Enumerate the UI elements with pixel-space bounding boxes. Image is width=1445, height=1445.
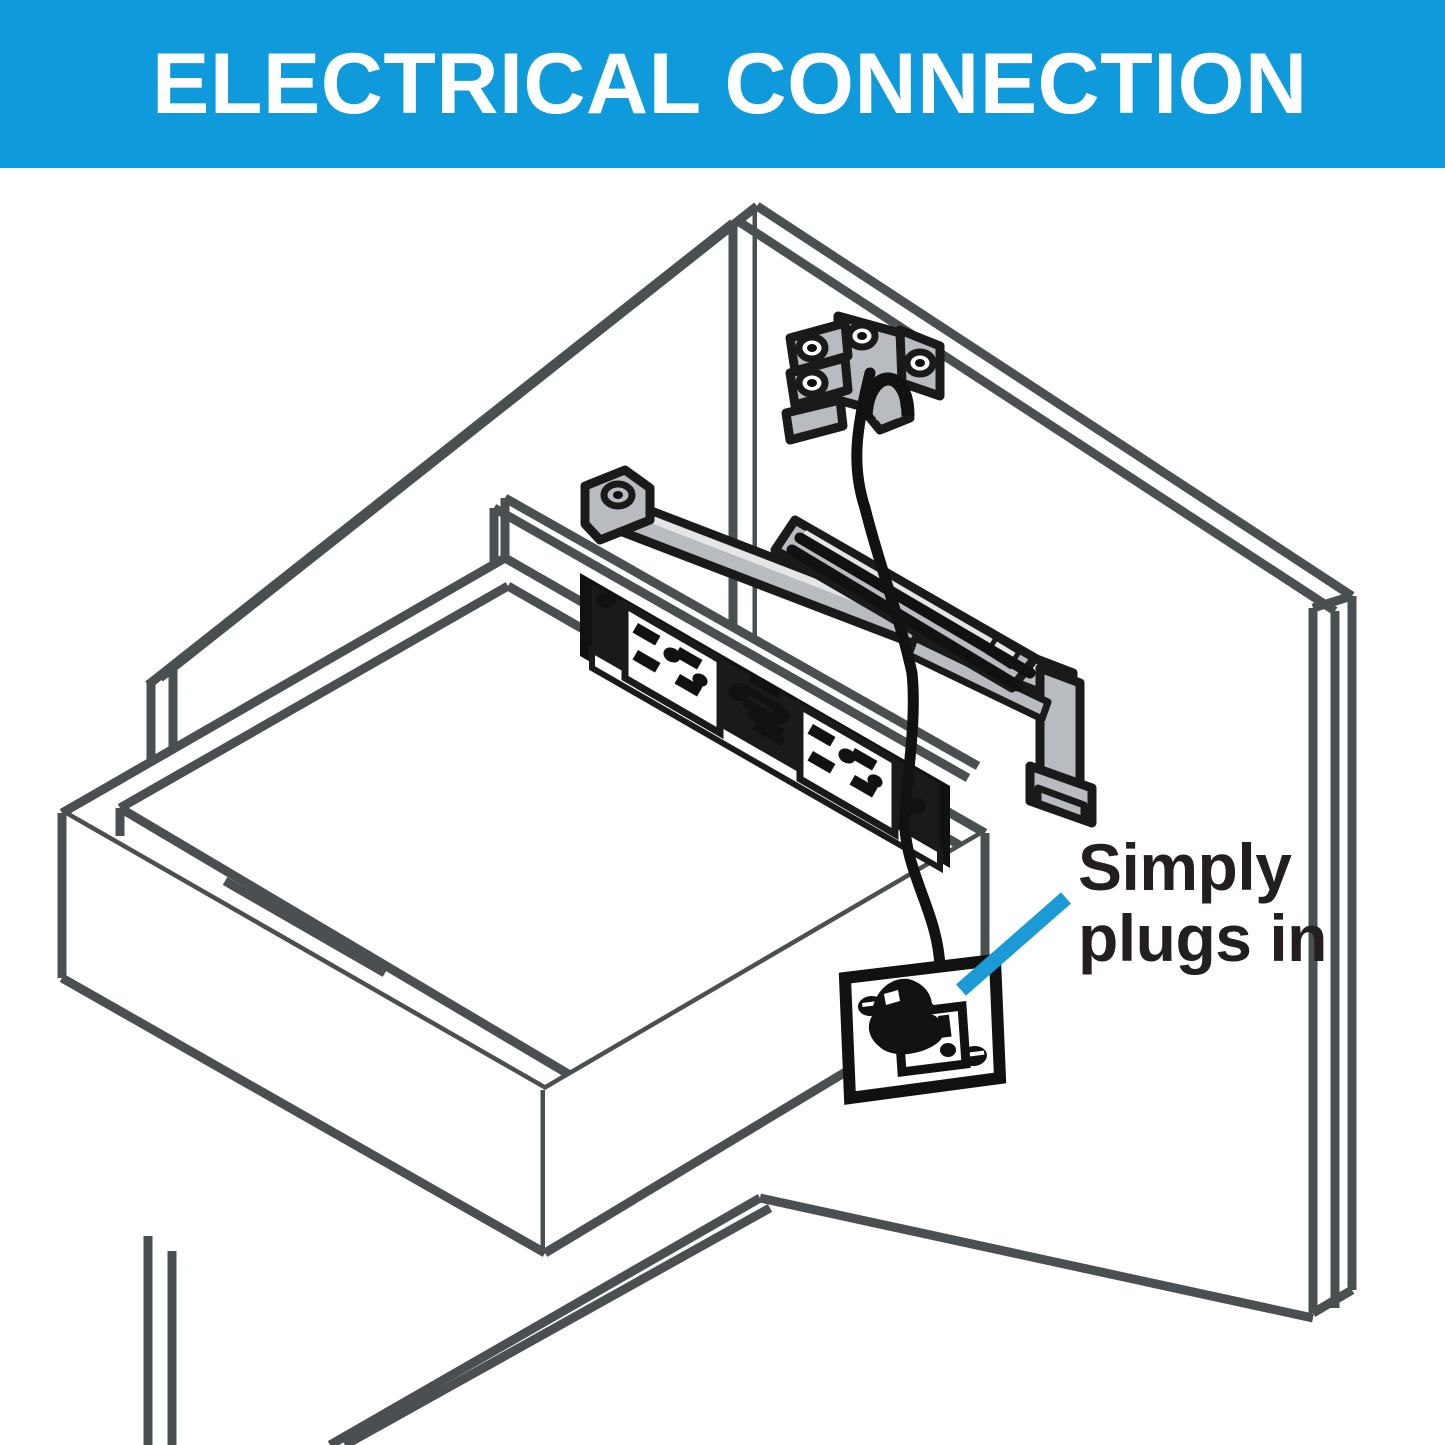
lift-arm-mechanism bbox=[580, 465, 1097, 828]
callout-label-line-1: Simply bbox=[1078, 830, 1292, 904]
callout-leader-line bbox=[956, 892, 1071, 996]
power-plug bbox=[868, 978, 945, 1055]
cabinet-bottom-panel bbox=[327, 1193, 1314, 1445]
power-strip-usb-ports bbox=[729, 673, 790, 746]
header-banner: ELECTRICAL CONNECTION bbox=[0, 0, 1445, 168]
wall-outlet bbox=[838, 953, 1007, 1105]
callout-label-line-2: plugs in bbox=[1078, 901, 1327, 976]
cabinet-right-side-panel bbox=[735, 202, 1357, 1445]
callout-label: Simply plugs in bbox=[1078, 830, 1338, 976]
power-cord bbox=[851, 367, 946, 1064]
page-title: ELECTRICAL CONNECTION bbox=[152, 36, 1308, 132]
pull-out-drawer bbox=[57, 494, 990, 1257]
drawer-support-leg bbox=[143, 1236, 177, 1445]
power-strip-outlet-right bbox=[796, 699, 899, 841]
power-strip-outlet-left bbox=[621, 598, 724, 740]
power-strip bbox=[580, 573, 950, 874]
illustration-svg: .ln { fill:none; stroke:#4a4f52; stroke-… bbox=[57, 202, 1357, 1445]
technical-illustration: .ln { fill:none; stroke:#4a4f52; stroke-… bbox=[0, 168, 1445, 1445]
